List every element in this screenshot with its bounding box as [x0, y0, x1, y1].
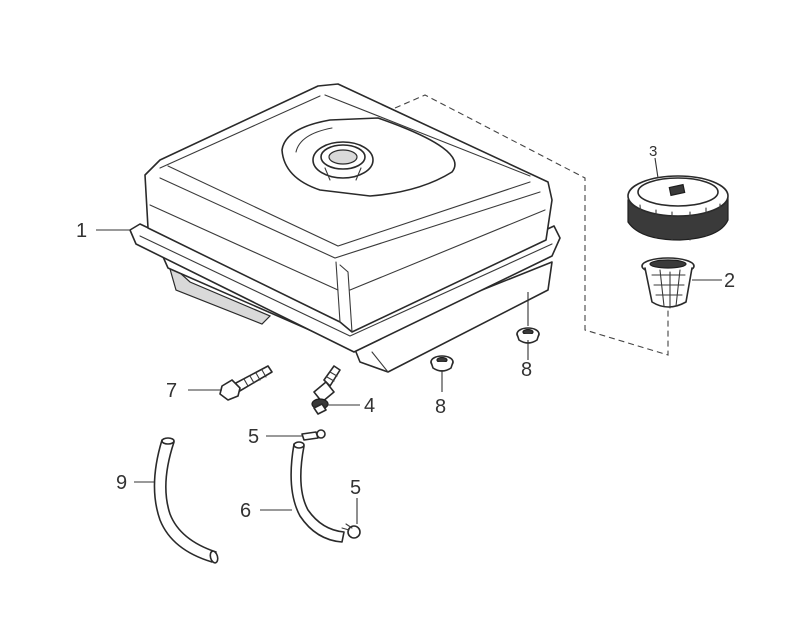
assembly-guide-dashed-line: [339, 94, 669, 356]
fuel-tank[interactable]: [129, 83, 561, 373]
fuel-hose[interactable]: [290, 441, 345, 543]
callout-6: 6: [240, 500, 251, 522]
breather-tube[interactable]: [153, 437, 219, 564]
callout-9: 9: [116, 472, 127, 494]
fuel-valve[interactable]: [311, 365, 341, 415]
callout-8-center: 8: [435, 396, 446, 418]
callout-3: 3: [649, 143, 657, 160]
callout-1: 1: [76, 220, 87, 242]
fuel-cap[interactable]: [627, 175, 729, 241]
hose-clip-lower[interactable]: [341, 523, 361, 539]
fuel-strainer[interactable]: [641, 257, 695, 309]
bolt[interactable]: [219, 365, 273, 401]
callout-5-lower: 5: [350, 477, 361, 499]
callout-7: 7: [166, 380, 177, 402]
callout-2: 2: [724, 270, 735, 292]
hose-clip-upper[interactable]: [301, 429, 326, 441]
callout-5-upper: 5: [248, 426, 259, 448]
callout-4: 4: [364, 395, 375, 417]
leader-3: [654, 157, 659, 179]
rubber-grommet-center[interactable]: [430, 355, 454, 372]
callout-8-right: 8: [521, 359, 532, 381]
